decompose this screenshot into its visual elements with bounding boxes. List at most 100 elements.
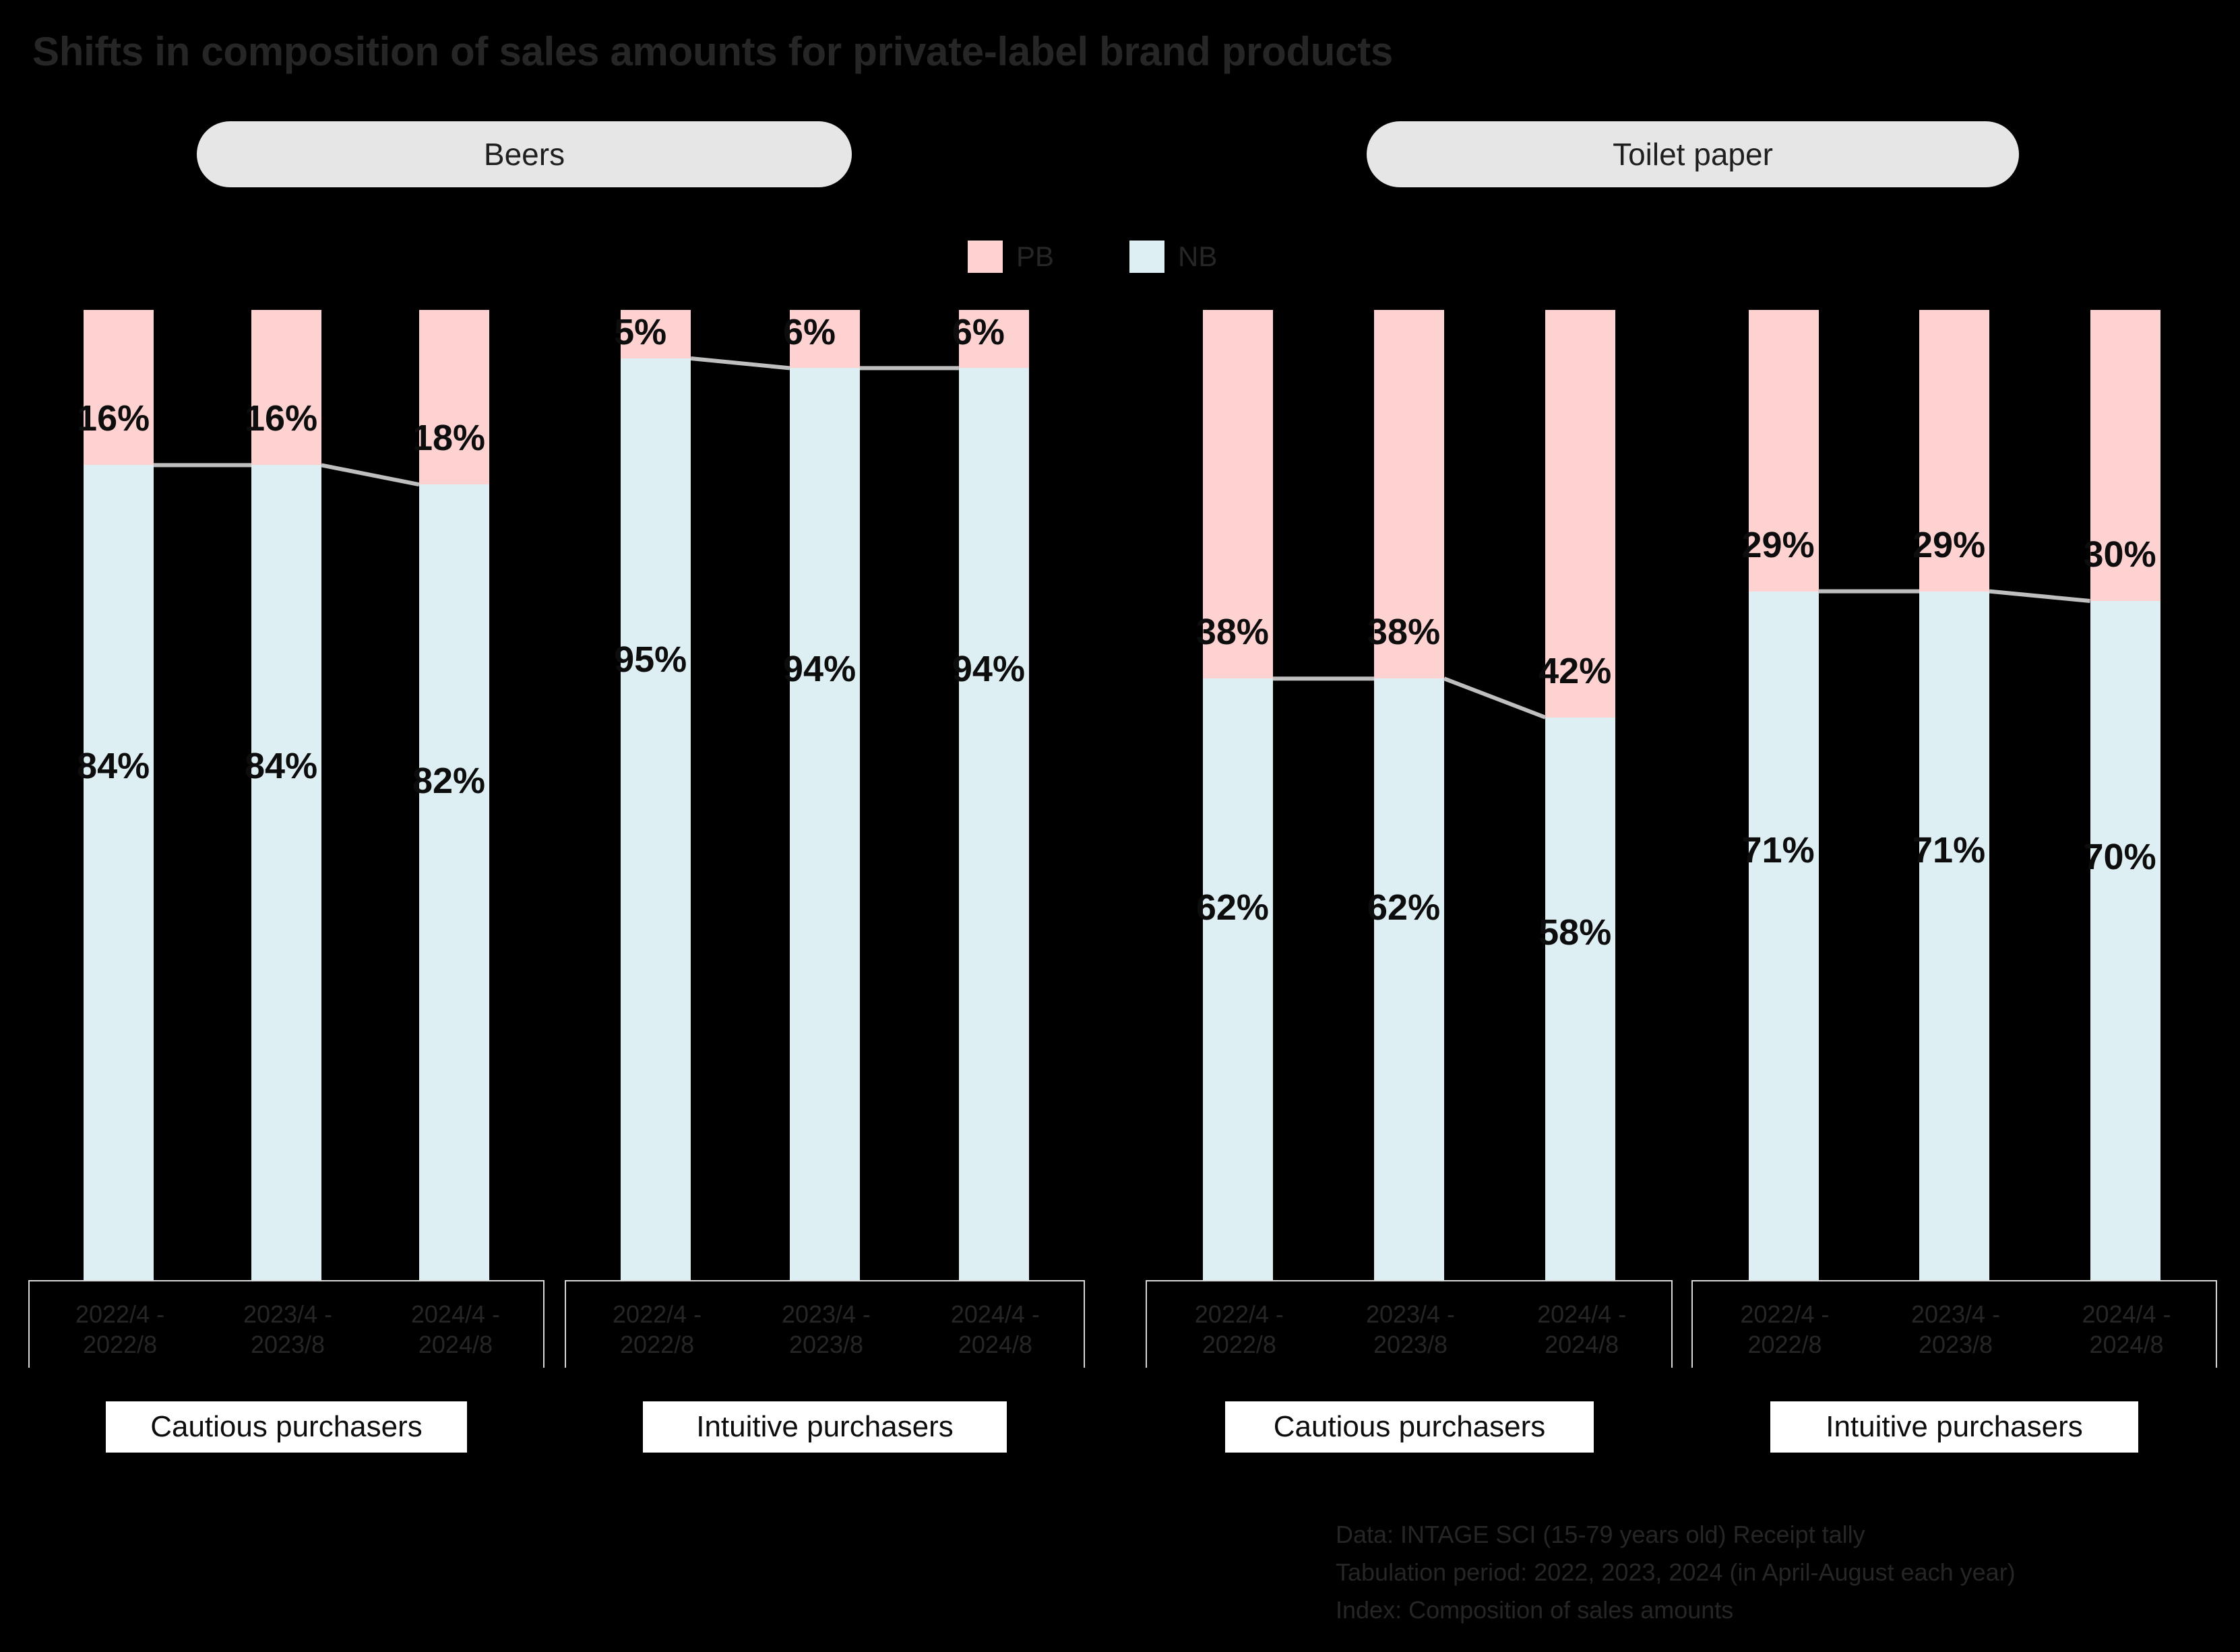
bar-segment-pb[interactable]	[1545, 310, 1616, 718]
axis-tick-line1: 2023/4 -	[781, 1300, 871, 1328]
bar-value-label-pb: 29%	[1912, 524, 1986, 565]
footnotes: Data: INTAGE SCI (15-79 years old) Recei…	[1336, 1516, 2212, 1628]
stacked-bar[interactable]	[251, 310, 321, 1280]
bar-segment-nb[interactable]	[2090, 601, 2160, 1280]
group-label-chip[interactable]: Cautious purchasers	[106, 1401, 467, 1453]
bar-segment-pb[interactable]	[958, 310, 1029, 369]
bar-value-label-nb: 62%	[1367, 887, 1441, 928]
bar-segment-nb[interactable]	[251, 465, 321, 1280]
bar-value-label-nb: 71%	[1912, 830, 1986, 871]
group-label-chip[interactable]: Intuitive purchasers	[643, 1401, 1007, 1453]
axis-tick-label: 2022/4 -2022/8	[53, 1299, 187, 1360]
bar-value-label-nb: 84%	[245, 746, 318, 787]
axis-tick-label: 2022/4 - 2022/8	[590, 1299, 724, 1360]
axis-tick-label: 2024/4 -2024/8	[2059, 1299, 2194, 1360]
axis-tick-line1: 2023/4 -	[1365, 1300, 1456, 1328]
bar-value-label-pb: 18%	[412, 418, 486, 459]
bar-segment-pb[interactable]	[621, 310, 691, 358]
bar-value-label-nb: 94%	[952, 649, 1025, 690]
stacked-bar[interactable]	[790, 310, 860, 1280]
stacked-bar[interactable]	[1202, 310, 1273, 1280]
axis-tick-line1: 2022/4 -	[1194, 1300, 1284, 1328]
bar-segment-nb[interactable]	[1374, 678, 1444, 1280]
stacked-bar[interactable]	[1374, 310, 1444, 1280]
bar-segment-nb[interactable]	[790, 368, 860, 1280]
axis-tick-line1: 2024/4 -	[410, 1300, 500, 1328]
bar-segment-pb[interactable]	[1919, 310, 1989, 592]
bar-segment-nb[interactable]	[84, 465, 154, 1280]
stacked-bar[interactable]	[621, 310, 691, 1280]
axis-tick-line2: 2024/8	[1545, 1331, 1619, 1358]
bar-segment-nb[interactable]	[1919, 591, 1989, 1280]
axis-tick-label: 2024/4 - 2024/8	[1514, 1299, 1649, 1360]
bar-value-label-nb: 94%	[783, 649, 857, 690]
stacked-bar[interactable]	[958, 310, 1029, 1280]
bar-segment-nb[interactable]	[958, 368, 1029, 1280]
axis-tick-line1: 2022/4 -	[613, 1300, 702, 1328]
axis-tick-label: 2023/4 - 2023/8	[1343, 1299, 1478, 1360]
axis-tick-line2: 2024/8	[2089, 1331, 2164, 1358]
bar-value-label-pb: 6%	[783, 312, 836, 352]
axis-tick-line2: 2023/8	[1373, 1331, 1448, 1358]
bar-value-label-pb: 16%	[245, 398, 318, 439]
plot-area: 29%71%29%71%30%70%	[1691, 310, 2217, 1280]
axis-tick-line1: 2023/4 -	[1910, 1300, 2001, 1328]
axis-tick-label: 2022/4 - 2022/8	[1172, 1299, 1307, 1360]
axis-tick-line2: 2023/8	[1918, 1331, 1993, 1358]
bar-segment-nb[interactable]	[1748, 591, 1819, 1280]
group-label-chip[interactable]: Intuitive purchasers	[1770, 1401, 2138, 1453]
bar-value-label-nb: 62%	[1195, 887, 1269, 928]
axis-tick-label: 2024/4 -2024/8	[928, 1299, 1063, 1360]
footnote-data-source: Data: INTAGE SCI (15-79 years old) Recei…	[1336, 1521, 1865, 1548]
legend-item-nb[interactable]: NB	[1129, 241, 1217, 273]
bar-segment-pb[interactable]	[418, 310, 489, 485]
axis-tick-line2: 2022/8	[620, 1331, 695, 1358]
axis-tick-line1: 2022/4 -	[1740, 1300, 1830, 1328]
category-pill-beers[interactable]: Beers	[197, 121, 852, 187]
bar-segment-pb[interactable]	[2090, 310, 2160, 601]
stacked-bar[interactable]	[84, 310, 154, 1280]
chart-legend: PB NB	[968, 241, 1217, 273]
legend-label-nb: NB	[1178, 241, 1218, 272]
footnote-index: Index: Composition of sales amounts	[1336, 1595, 1734, 1624]
bar-segment-nb[interactable]	[621, 358, 691, 1280]
axis-tick-line2: 2022/8	[1202, 1331, 1276, 1358]
legend-item-pb[interactable]: PB	[968, 241, 1054, 273]
group-label-chip[interactable]: Cautious purchasers	[1225, 1401, 1594, 1453]
axis-tick-label: 2023/4 - 2023/8	[1888, 1299, 2023, 1360]
legend-swatch-nb	[1129, 241, 1165, 273]
axis-tick-line2: 2022/8	[1747, 1331, 1822, 1358]
axis-tick-line1: 2024/4 -	[950, 1300, 1040, 1328]
axis-tick-line1: 2024/4 -	[1537, 1300, 1627, 1328]
stacked-bar[interactable]	[1545, 310, 1616, 1280]
plot-area: 16%84%16%84%18%82%	[28, 310, 545, 1280]
stacked-bar[interactable]	[2090, 310, 2160, 1280]
bar-segment-pb[interactable]	[1202, 310, 1273, 679]
bar-value-label-nb: 82%	[412, 761, 486, 802]
stacked-bar[interactable]	[1748, 310, 1819, 1280]
axis-tick-line2: 2022/8	[82, 1331, 158, 1358]
axis-tick-line2: 2023/8	[250, 1331, 325, 1358]
stacked-bar[interactable]	[1919, 310, 1989, 1280]
bar-value-label-pb: 5%	[614, 312, 667, 352]
bar-segment-pb[interactable]	[251, 310, 321, 466]
bar-segment-pb[interactable]	[1748, 310, 1819, 592]
bar-segment-pb[interactable]	[790, 310, 860, 369]
bar-segment-pb[interactable]	[1374, 310, 1444, 679]
bar-value-label-nb: 70%	[2083, 836, 2156, 877]
bar-segment-pb[interactable]	[84, 310, 154, 466]
stacked-bar[interactable]	[418, 310, 489, 1280]
category-pill-toilet-paper[interactable]: Toilet paper	[1367, 121, 2019, 187]
connector-line	[1443, 676, 1547, 720]
bar-segment-nb[interactable]	[1545, 717, 1616, 1280]
footnote-tabulation-period: Tabulation period: 2022, 2023, 2024 (in …	[1336, 1558, 2016, 1586]
bar-segment-nb[interactable]	[418, 484, 489, 1280]
bar-segment-nb[interactable]	[1202, 678, 1273, 1280]
